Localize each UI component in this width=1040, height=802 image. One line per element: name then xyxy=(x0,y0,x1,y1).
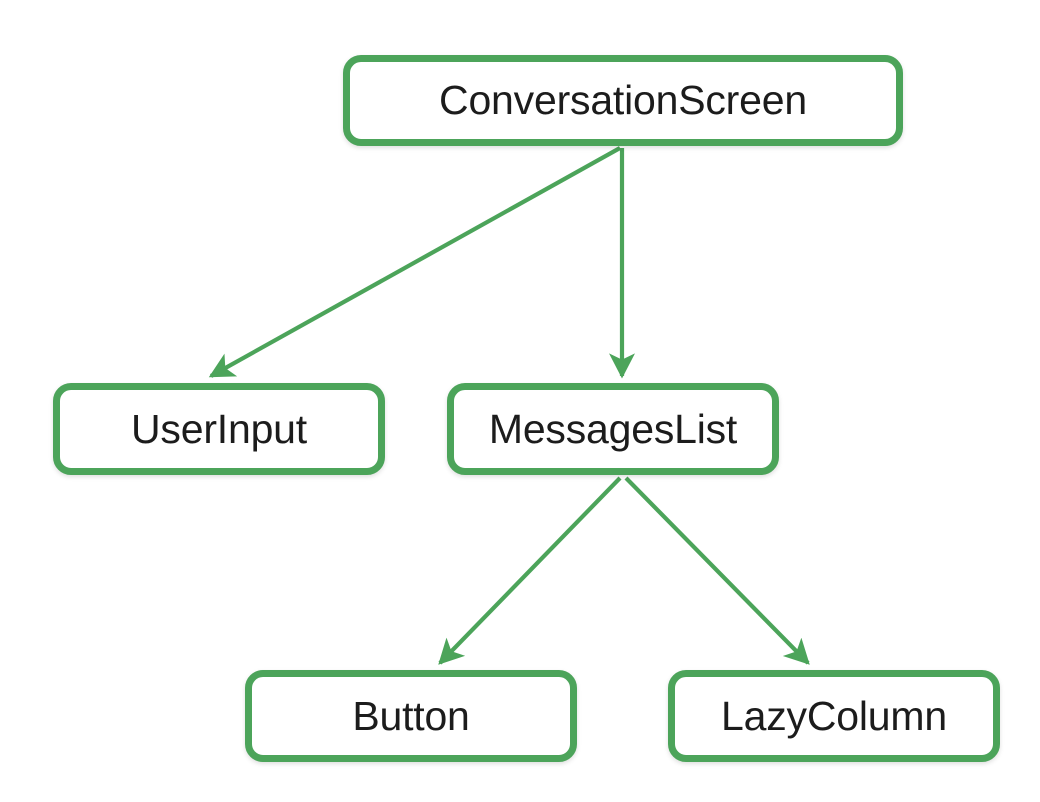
edge-messageslist-lazycolumn xyxy=(624,476,810,665)
node-lazycolumn[interactable]: LazyColumn xyxy=(668,670,1000,762)
node-messageslist[interactable]: MessagesList xyxy=(447,383,779,475)
edge-messageslist-button xyxy=(438,476,622,665)
node-button[interactable]: Button xyxy=(245,670,577,762)
edge-conversationscreen-userinput xyxy=(208,146,622,378)
node-label: UserInput xyxy=(131,405,307,452)
node-label: MessagesList xyxy=(488,405,738,452)
node-label: Button xyxy=(352,692,470,739)
node-label: ConversationScreen xyxy=(439,77,807,123)
node-label: LazyColumn xyxy=(721,692,947,739)
node-conversationscreen[interactable]: ConversationScreen xyxy=(343,55,903,146)
node-userinput[interactable]: UserInput xyxy=(53,383,385,475)
